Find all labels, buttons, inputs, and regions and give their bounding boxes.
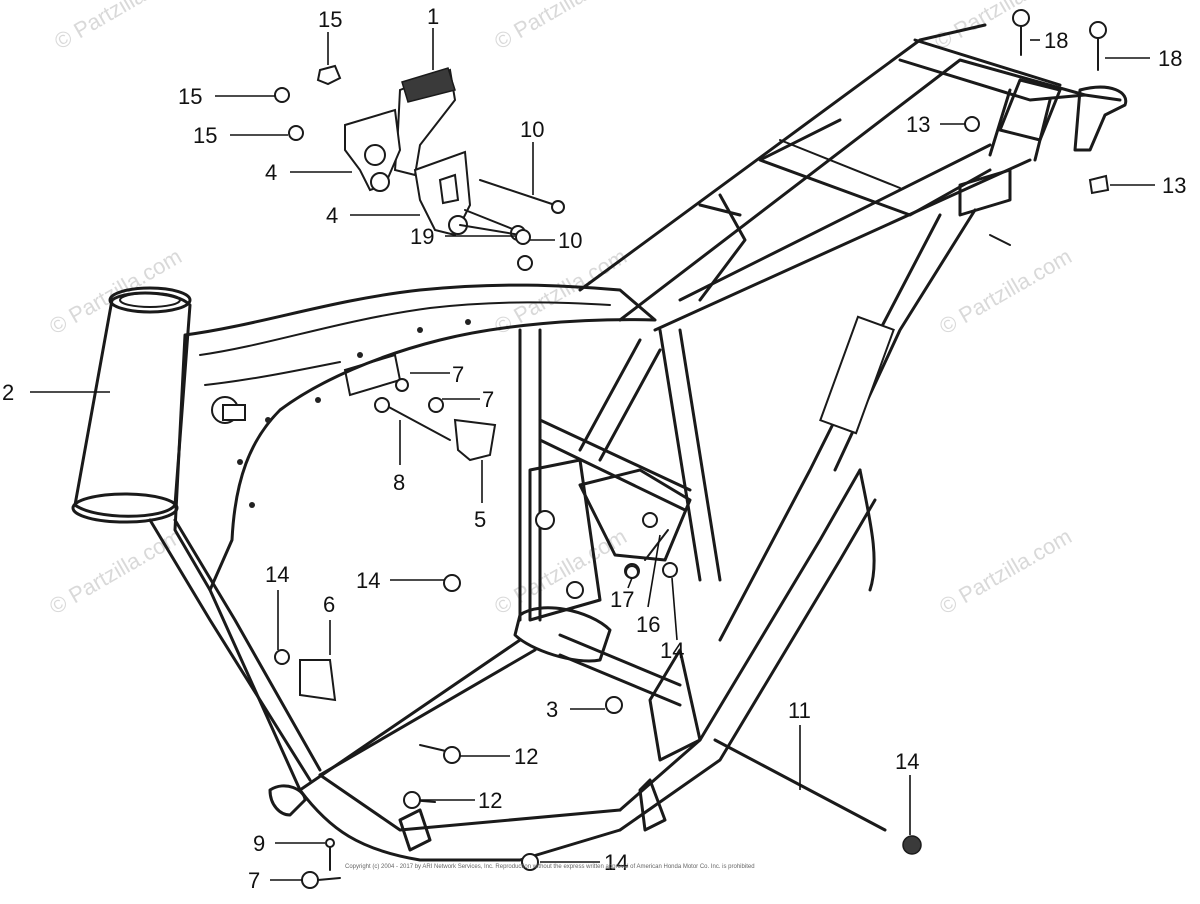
watermark-4: © Partzilla.com <box>45 244 186 340</box>
callout-8: 8 <box>393 470 405 495</box>
callout-15a: 15 <box>318 7 342 32</box>
callout-1: 1 <box>427 4 439 29</box>
leader-lines <box>30 28 1155 881</box>
callout-3: 3 <box>546 697 558 722</box>
watermark-5: © Partzilla.com <box>490 244 631 340</box>
callout-4b: 4 <box>326 203 338 228</box>
callout-9: 9 <box>253 831 265 856</box>
callout-7c: 7 <box>248 868 260 893</box>
callout-7a: 7 <box>452 362 464 387</box>
callout-13a: 13 <box>906 112 930 137</box>
callout-18b: 18 <box>1158 46 1182 71</box>
watermark-2: © Partzilla.com <box>490 0 631 54</box>
callout-6: 6 <box>323 592 335 617</box>
callout-5: 5 <box>474 507 486 532</box>
watermark-6: © Partzilla.com <box>935 244 1076 340</box>
callout-11: 11 <box>788 698 811 723</box>
watermark-1: © Partzilla.com <box>50 0 191 54</box>
callout-14a: 14 <box>265 562 289 587</box>
callout-14d: 14 <box>895 749 919 774</box>
watermark-7: © Partzilla.com <box>45 524 186 620</box>
loose-parts <box>274 9 1110 889</box>
callout-17: 17 <box>610 587 634 612</box>
part-6-bracket <box>299 659 337 702</box>
callout-10a: 10 <box>520 117 544 142</box>
motorcycle-frame <box>71 23 1128 862</box>
callout-18a: 18 <box>1044 28 1068 53</box>
callout-15c: 15 <box>193 123 217 148</box>
watermark-9: © Partzilla.com <box>935 524 1076 620</box>
callout-7b: 7 <box>482 387 494 412</box>
callout-13b: 13 <box>1162 173 1186 198</box>
callout-12a: 12 <box>514 744 538 769</box>
callout-2: 2 <box>2 380 14 405</box>
callout-19: 19 <box>410 224 434 249</box>
callout-15b: 15 <box>178 84 202 109</box>
callout-12b: 12 <box>478 788 502 813</box>
callout-16: 16 <box>636 612 660 637</box>
callout-14c: 14 <box>660 638 684 663</box>
copyright-notice: Copyright (c) 2004 - 2017 by ARI Network… <box>345 864 755 870</box>
callout-14e: 14 <box>604 850 628 875</box>
callout-14b: 14 <box>356 568 380 593</box>
callout-10b: 10 <box>558 228 582 253</box>
callout-labels: 1 2 3 4 4 5 6 7 7 7 8 9 10 10 11 12 12 1… <box>2 4 1186 893</box>
callout-4a: 4 <box>265 160 277 185</box>
